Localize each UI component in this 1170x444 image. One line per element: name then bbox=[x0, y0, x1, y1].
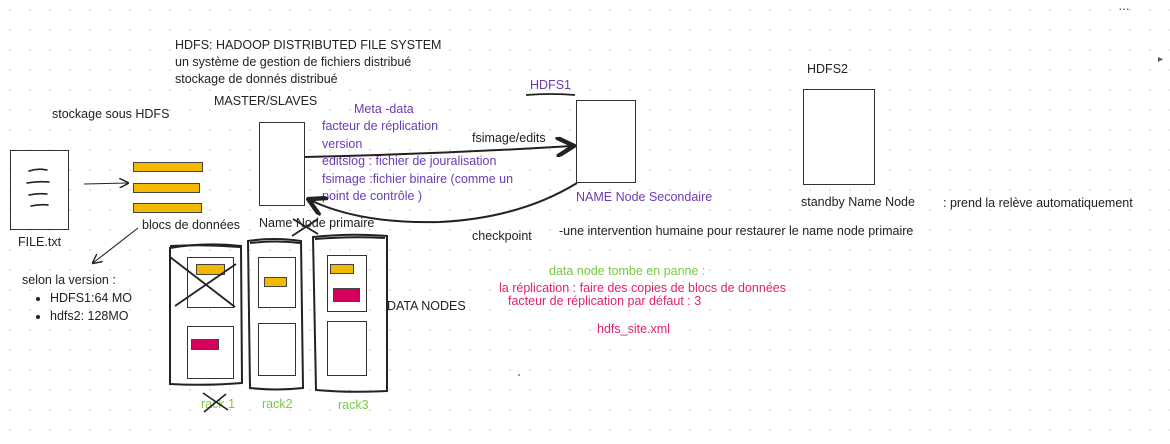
file-document-icon bbox=[10, 150, 69, 230]
releve-label: : prend la relève automatiquement bbox=[943, 196, 1133, 210]
datanode-box bbox=[187, 326, 234, 379]
rack-1-label: rack 1 bbox=[201, 397, 236, 411]
hdfs1-label: HDFS1 bbox=[530, 78, 571, 92]
data-block-bar bbox=[133, 183, 200, 193]
checkpoint-label: checkpoint bbox=[472, 229, 532, 243]
rack-2-label: rack2 bbox=[262, 397, 293, 411]
data-block bbox=[191, 339, 219, 350]
hdfs-site-label: hdfs_site.xml bbox=[597, 322, 670, 336]
title-line-2: un système de gestion de fichiers distri… bbox=[175, 55, 412, 69]
metadata-line: point de contrôle ) bbox=[322, 189, 423, 203]
data-block bbox=[333, 288, 360, 302]
metadata-title: Meta -data bbox=[354, 102, 414, 116]
datanode-failure-title: data node tombe en panne : bbox=[549, 264, 706, 278]
data-block-bar bbox=[133, 162, 203, 172]
master-slaves-label: MASTER/SLAVES bbox=[214, 94, 318, 108]
datanode-box bbox=[327, 321, 367, 376]
metadata-line: version bbox=[322, 136, 363, 151]
hdfs2-label: HDFS2 bbox=[807, 62, 848, 76]
version-list: HDFS1:64 MO hdfs2: 128MO bbox=[22, 289, 132, 325]
datanodes-label: DATA NODES bbox=[387, 299, 466, 313]
collapse-icon[interactable]: ▸ bbox=[1158, 54, 1163, 65]
datanode-box bbox=[258, 323, 296, 376]
title-line-3: stockage de donnés distribué bbox=[175, 72, 338, 86]
metadata-line: fsimage :fichier binaire (comme un bbox=[322, 171, 514, 186]
standby-label: standby Name Node bbox=[801, 195, 915, 209]
data-block-bar bbox=[133, 203, 202, 213]
metadata-line: editslog : fichier de jouralisation bbox=[322, 154, 497, 168]
namenode-primary-label: Name Node primaire bbox=[259, 216, 375, 230]
namenode-secondary-box bbox=[576, 100, 636, 183]
version-item: HDFS1:64 MO bbox=[50, 289, 132, 307]
intervention-label: -une intervention humaine pour restaurer… bbox=[559, 224, 914, 238]
version-title: selon la version : bbox=[22, 273, 116, 287]
arrow bbox=[93, 227, 139, 263]
metadata-line: facteur de réplication bbox=[322, 119, 439, 133]
stockage-label: stockage sous HDFS bbox=[52, 107, 170, 121]
replication-factor-line: facteur de réplication par défaut : 3 bbox=[508, 294, 702, 308]
rack-3-label: rack3 bbox=[338, 398, 369, 412]
standby-namenode-box bbox=[803, 89, 875, 185]
file-label: FILE.txt bbox=[18, 235, 62, 249]
replication-line: la réplication : faire des copies de blo… bbox=[499, 281, 786, 295]
namenode-primary-box bbox=[259, 122, 305, 206]
data-block bbox=[330, 264, 354, 274]
version-item: hdfs2: 128MO bbox=[50, 307, 132, 325]
blocs-label: blocs de données bbox=[142, 218, 240, 232]
arrow bbox=[83, 183, 128, 184]
data-block bbox=[264, 277, 287, 287]
title-line-1: HDFS: HADOOP DISTRIBUTED FILE SYSTEM bbox=[175, 38, 442, 52]
more-icon[interactable]: ··· bbox=[1118, 0, 1130, 16]
data-block bbox=[196, 264, 225, 275]
namenode-secondary-label: NAME Node Secondaire bbox=[576, 190, 713, 204]
fsimage-edits-label: fsimage/edits bbox=[472, 131, 546, 145]
